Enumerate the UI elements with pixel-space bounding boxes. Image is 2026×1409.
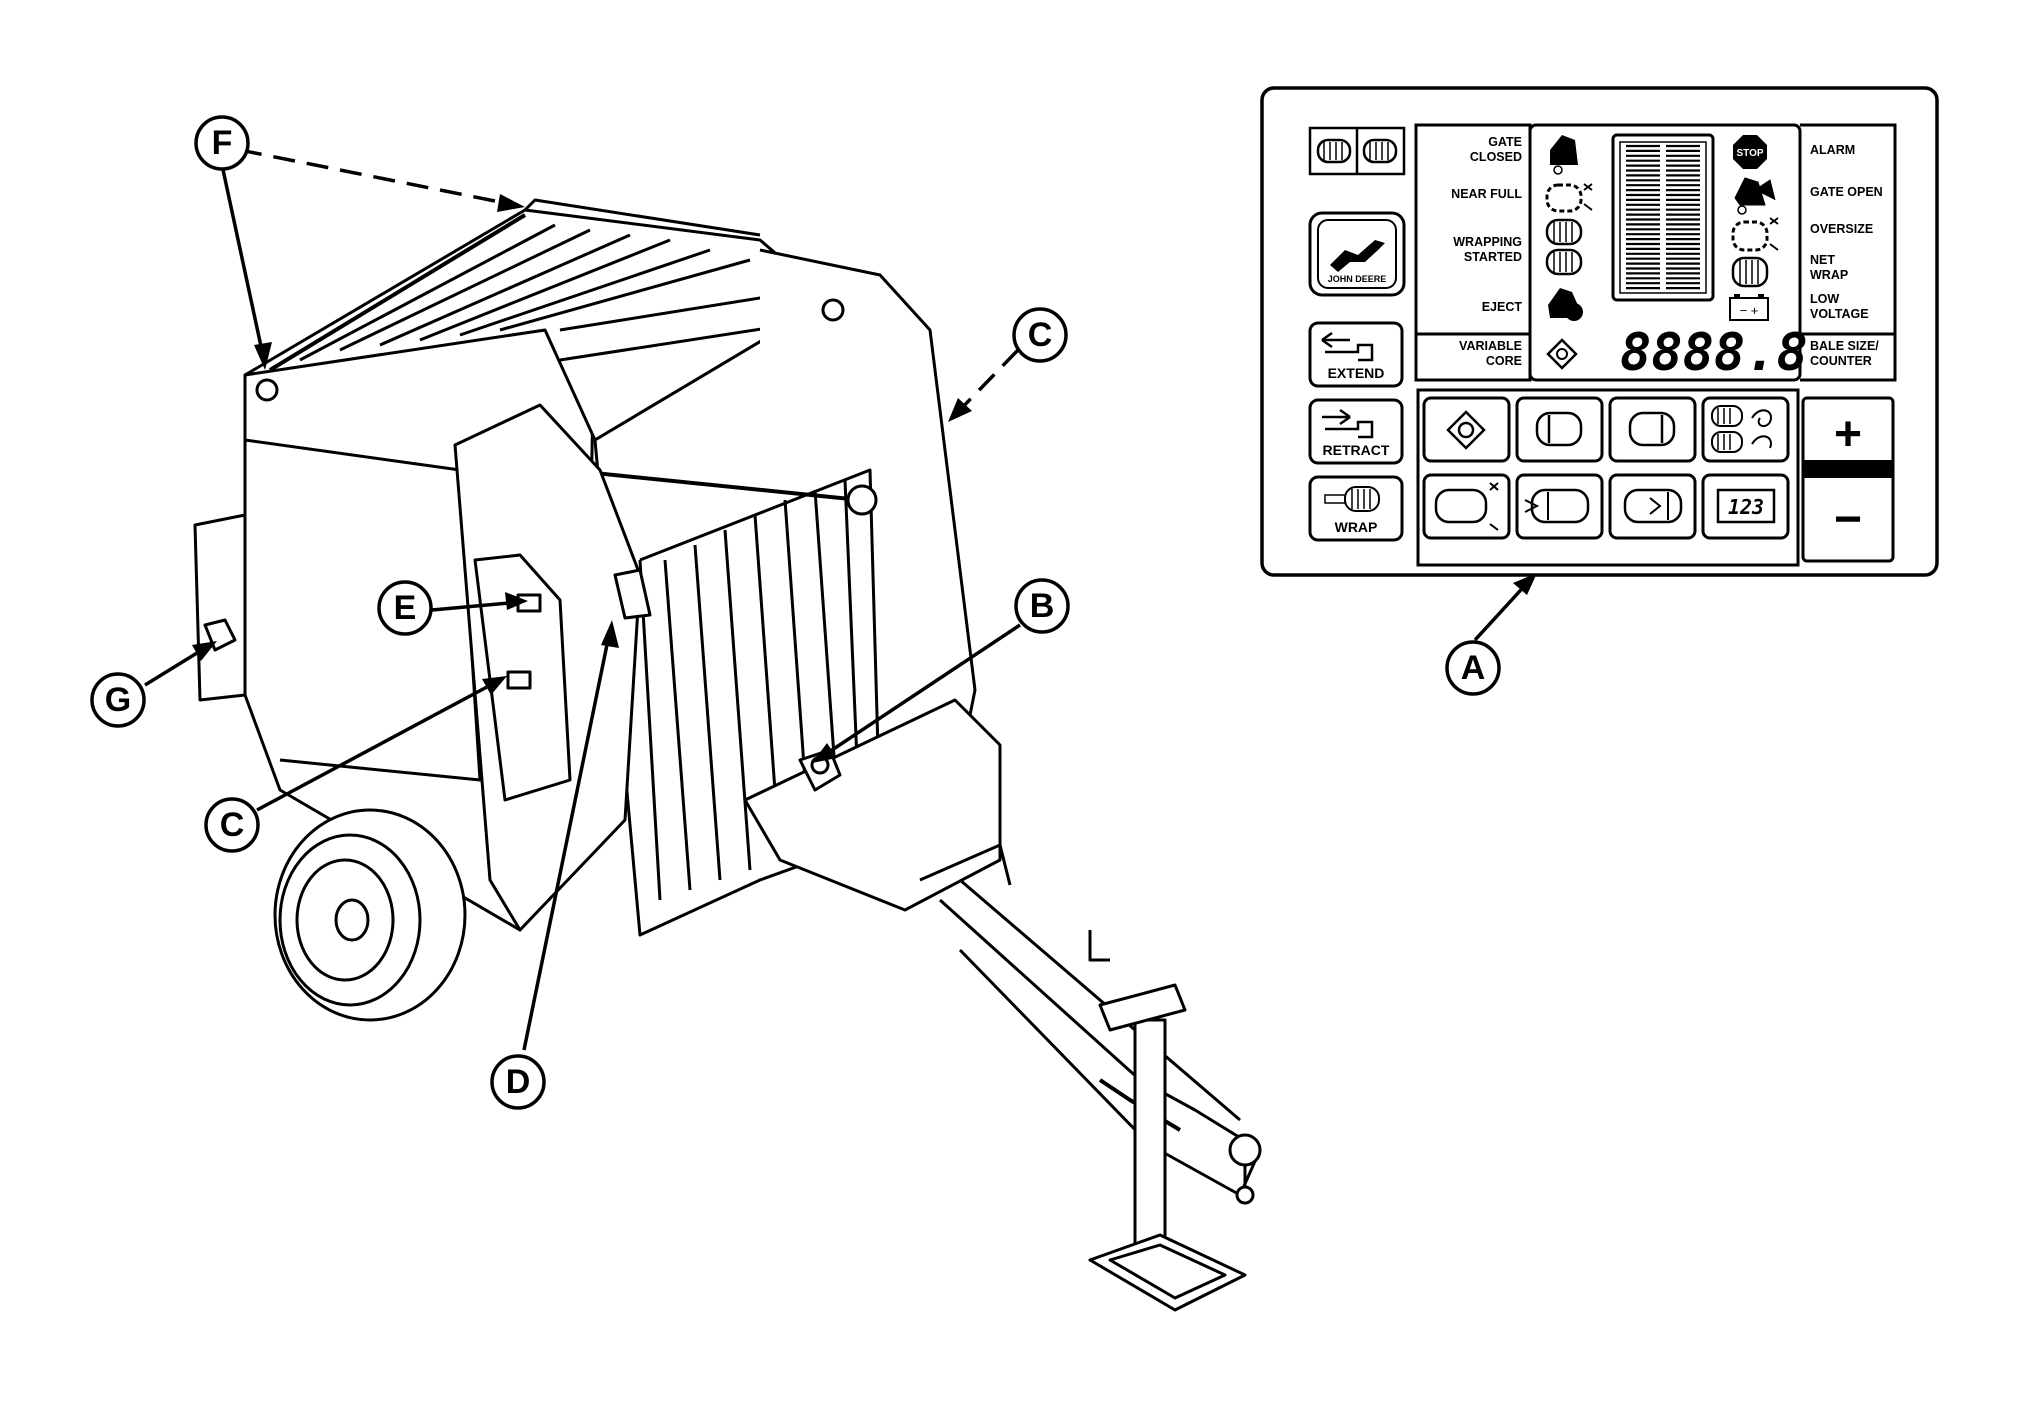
svg-text:E: E [394,589,417,627]
svg-text:D: D [506,1063,531,1101]
bale-icon [1623,488,1683,524]
callout-e: E [377,580,433,636]
svg-text:NEAR FULL: NEAR FULL [1451,187,1522,201]
svg-text:CORE: CORE [1486,354,1522,368]
left-label-column: GATE CLOSED NEAR FULL WRAPPING STARTED E… [1414,123,1532,382]
wrapping-started-icon-1 [1545,218,1583,246]
oversize-icon [1731,220,1769,252]
svg-text:RETRACT: RETRACT [1323,442,1390,458]
right-label-column: ALARM GATE OPEN OVERSIZE NET WRAP LOW VO… [1800,123,1897,382]
wrapping-started-icon-2 [1545,248,1583,276]
net-wrap-icon [1731,256,1769,288]
core-density-button[interactable] [1608,473,1697,540]
svg-text:NET: NET [1810,253,1835,267]
svg-text:ALARM: ALARM [1810,143,1855,157]
svg-text:G: G [105,681,131,719]
svg-text:JOHN DEERE: JOHN DEERE [1328,274,1387,284]
svg-text:WRAP: WRAP [1335,519,1378,535]
bale-small-button[interactable] [1515,396,1604,463]
net-wrap-mode-button[interactable] [1701,396,1790,463]
svg-text:C: C [220,806,245,844]
svg-text:STOP: STOP [1736,148,1763,159]
svg-text:C: C [1028,316,1053,354]
bale-icons-box [1308,126,1406,176]
svg-text:EXTEND: EXTEND [1328,365,1385,381]
svg-text:EJECT: EJECT [1482,300,1523,314]
svg-text:B: B [1030,587,1055,625]
svg-text:−: − [1834,493,1862,546]
extend-button[interactable]: EXTEND [1308,321,1404,388]
callout-a: A [1445,640,1501,696]
svg-text:A: A [1461,649,1486,687]
battery-icon: − + [1729,294,1769,321]
svg-text:VARIABLE: VARIABLE [1459,339,1522,353]
svg-text:WRAPPING: WRAPPING [1453,235,1522,249]
deer-icon [1330,240,1385,272]
wrap-button[interactable]: WRAP [1308,475,1404,542]
callout-c-bottom: C [204,797,260,853]
callout-f: F [194,115,250,171]
round-baler-illustration [193,198,1262,1312]
svg-text:LOW: LOW [1810,292,1839,306]
near-full-icon [1545,183,1583,213]
svg-text:WRAP: WRAP [1810,268,1848,282]
twine-spiral-icon [1751,409,1772,449]
bale-icon [1628,411,1676,447]
svg-text:COUNTER: COUNTER [1810,354,1872,368]
retract-arrow-icon [1322,408,1374,439]
john-deere-logo: JOHN DEERE [1308,211,1406,297]
svg-text:VOLTAGE: VOLTAGE [1810,307,1869,321]
svg-text:BALE SIZE/: BALE SIZE/ [1810,339,1879,353]
bale-counter-readout: 8888.8 [1620,323,1808,383]
svg-text:STARTED: STARTED [1464,250,1522,264]
svg-text:− +: − + [1740,303,1759,318]
svg-text:OVERSIZE: OVERSIZE [1810,222,1873,236]
svg-text:F: F [212,124,233,162]
function-buttons: 123 [1416,388,1800,567]
gate-open-icon [1734,177,1776,206]
retract-button[interactable]: RETRACT [1308,398,1404,465]
variable-core-button[interactable] [1422,396,1511,463]
extend-arrow-icon [1321,331,1374,362]
counter-icon: 123 [1728,495,1764,519]
bale-icon [1535,411,1583,447]
callout-leaders [144,148,1537,1051]
plus-minus-block: + − [1801,396,1895,563]
callout-b: B [1014,578,1070,634]
callout-g: G [90,672,146,728]
near-full-button[interactable] [1515,473,1604,540]
oversize-button[interactable] [1422,473,1511,540]
control-panel: JOHN DEERE EXTEND RETRACT WRAP GATE CLOS… [1260,86,1939,577]
plus-button[interactable]: + [1834,408,1862,461]
bale-icon [1530,488,1590,524]
minus-button[interactable]: − [1834,493,1862,546]
stop-icon: STOP [1733,135,1767,169]
bale-large-button[interactable] [1608,396,1697,463]
oversize-bale-icon [1434,488,1488,524]
gate-closed-icon [1550,135,1578,165]
svg-text:+: + [1834,408,1862,461]
callout-d: D [490,1054,546,1110]
counter-button[interactable]: 123 [1701,473,1790,540]
svg-text:CLOSED: CLOSED [1470,150,1522,164]
svg-text:GATE OPEN: GATE OPEN [1810,185,1883,199]
callout-c-top: C [1012,307,1068,363]
wrap-bale-icon [1344,486,1380,512]
callouts: F C E B G C D A [90,115,1501,1110]
svg-text:GATE: GATE [1488,135,1522,149]
lcd-display: STOP − + 8888.8 [1528,123,1808,383]
